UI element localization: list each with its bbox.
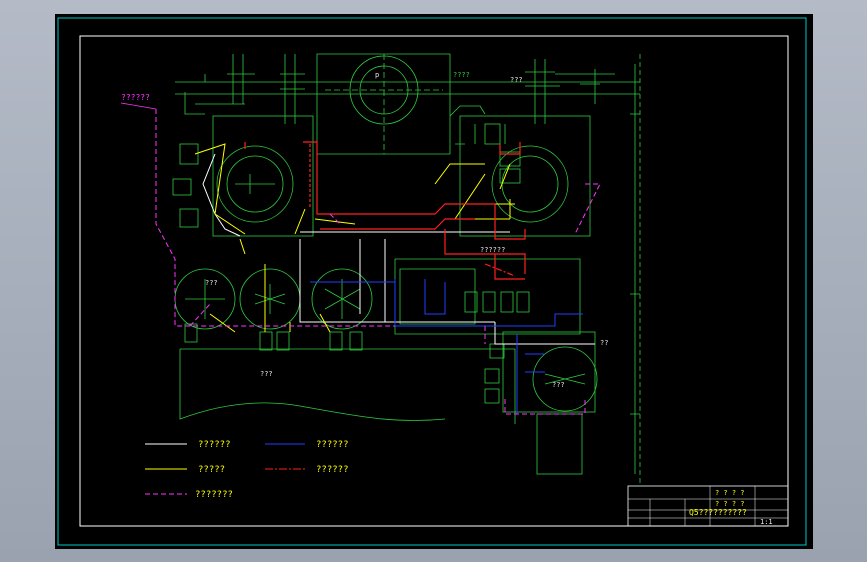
drawing-sheet: ?????? ???? ??? ??? ??? ?????? ?? p ??? …	[55, 14, 813, 549]
callout-label: ??????	[121, 93, 150, 102]
label-left-circle: ???	[205, 279, 218, 287]
label-small-note: ??????	[480, 246, 505, 254]
legend-label-red: ??????	[316, 465, 349, 475]
title-block-row2: ? ? ? ?	[715, 500, 745, 508]
legend-label-white: ??????	[198, 440, 231, 450]
title-block-title: Q5??????????	[689, 508, 747, 517]
label-right-top: ???	[510, 76, 523, 84]
pipe-red	[244, 141, 526, 280]
outer-frame	[57, 17, 807, 546]
label-left-equipment: ???	[260, 370, 273, 378]
legend-label-magenta: ???????	[195, 490, 233, 500]
title-block-row1: ? ? ? ?	[715, 489, 745, 497]
label-right-side: ??	[600, 339, 608, 347]
pipe-magenta	[155, 109, 601, 415]
legend: ?????? ?????? ????? ?????? ???????	[145, 440, 349, 500]
schematic-canvas: ?????? ???? ??? ??? ??? ?????? ?? p ??? …	[57, 17, 807, 546]
equipment-outlines	[172, 53, 641, 484]
pipe-blue	[310, 279, 583, 414]
callout-leader	[120, 102, 157, 110]
label-dim-mark: p	[375, 71, 379, 79]
title-block-scale: 1:1	[760, 518, 773, 526]
label-center-top: ????	[453, 71, 470, 79]
pipe-yellow	[194, 143, 515, 333]
legend-label-yellow: ?????	[198, 465, 225, 475]
title-block: ? ? ? ? ? ? ? ? Q5?????????? 1:1	[627, 485, 789, 527]
drawing-border	[79, 35, 789, 527]
pipe-white	[202, 153, 595, 345]
label-fan-circle: ???	[552, 381, 565, 389]
legend-label-blue: ??????	[316, 440, 349, 450]
